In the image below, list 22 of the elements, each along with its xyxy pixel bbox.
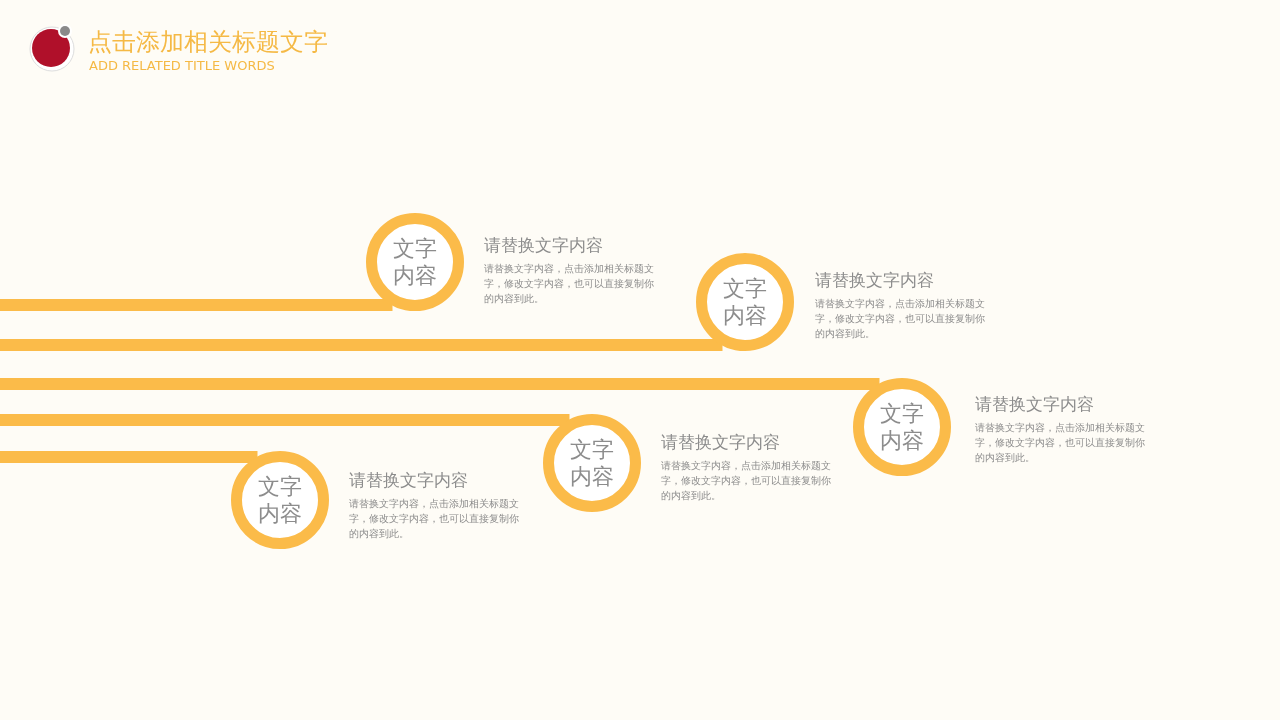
heading: 请替换文字内容 xyxy=(349,469,468,492)
description: 请替换文字内容，点击添加相关标题文字，修改文字内容，也可以直接复制你的内容到此。 xyxy=(661,459,832,503)
heading: 请替换文字内容 xyxy=(661,431,780,454)
description: 请替换文字内容，点击添加相关标题文字，修改文字内容，也可以直接复制你的内容到此。 xyxy=(815,297,986,341)
circle-label: 文字内容 xyxy=(569,436,615,490)
title: 点击添加相关标题文字 xyxy=(88,27,328,58)
heading: 请替换文字内容 xyxy=(975,393,1094,416)
connector-line xyxy=(0,451,258,463)
connector-line xyxy=(0,414,570,426)
description: 请替换文字内容，点击添加相关标题文字，修改文字内容，也可以直接复制你的内容到此。 xyxy=(484,262,655,306)
connector-line xyxy=(0,299,393,311)
description: 请替换文字内容，点击添加相关标题文字，修改文字内容，也可以直接复制你的内容到此。 xyxy=(349,497,520,541)
heading: 请替换文字内容 xyxy=(815,269,934,292)
circle-label: 文字内容 xyxy=(879,400,925,454)
circle-label: 文字内容 xyxy=(392,235,438,289)
circle-label: 文字内容 xyxy=(722,275,768,329)
description: 请替换文字内容，点击添加相关标题文字，修改文字内容，也可以直接复制你的内容到此。 xyxy=(975,421,1146,465)
heading: 请替换文字内容 xyxy=(484,234,603,257)
circle-label: 文字内容 xyxy=(257,473,303,527)
subtitle: ADD RELATED TITLE WORDS xyxy=(89,58,275,73)
connector-line xyxy=(0,378,880,390)
connector-line xyxy=(0,339,723,351)
